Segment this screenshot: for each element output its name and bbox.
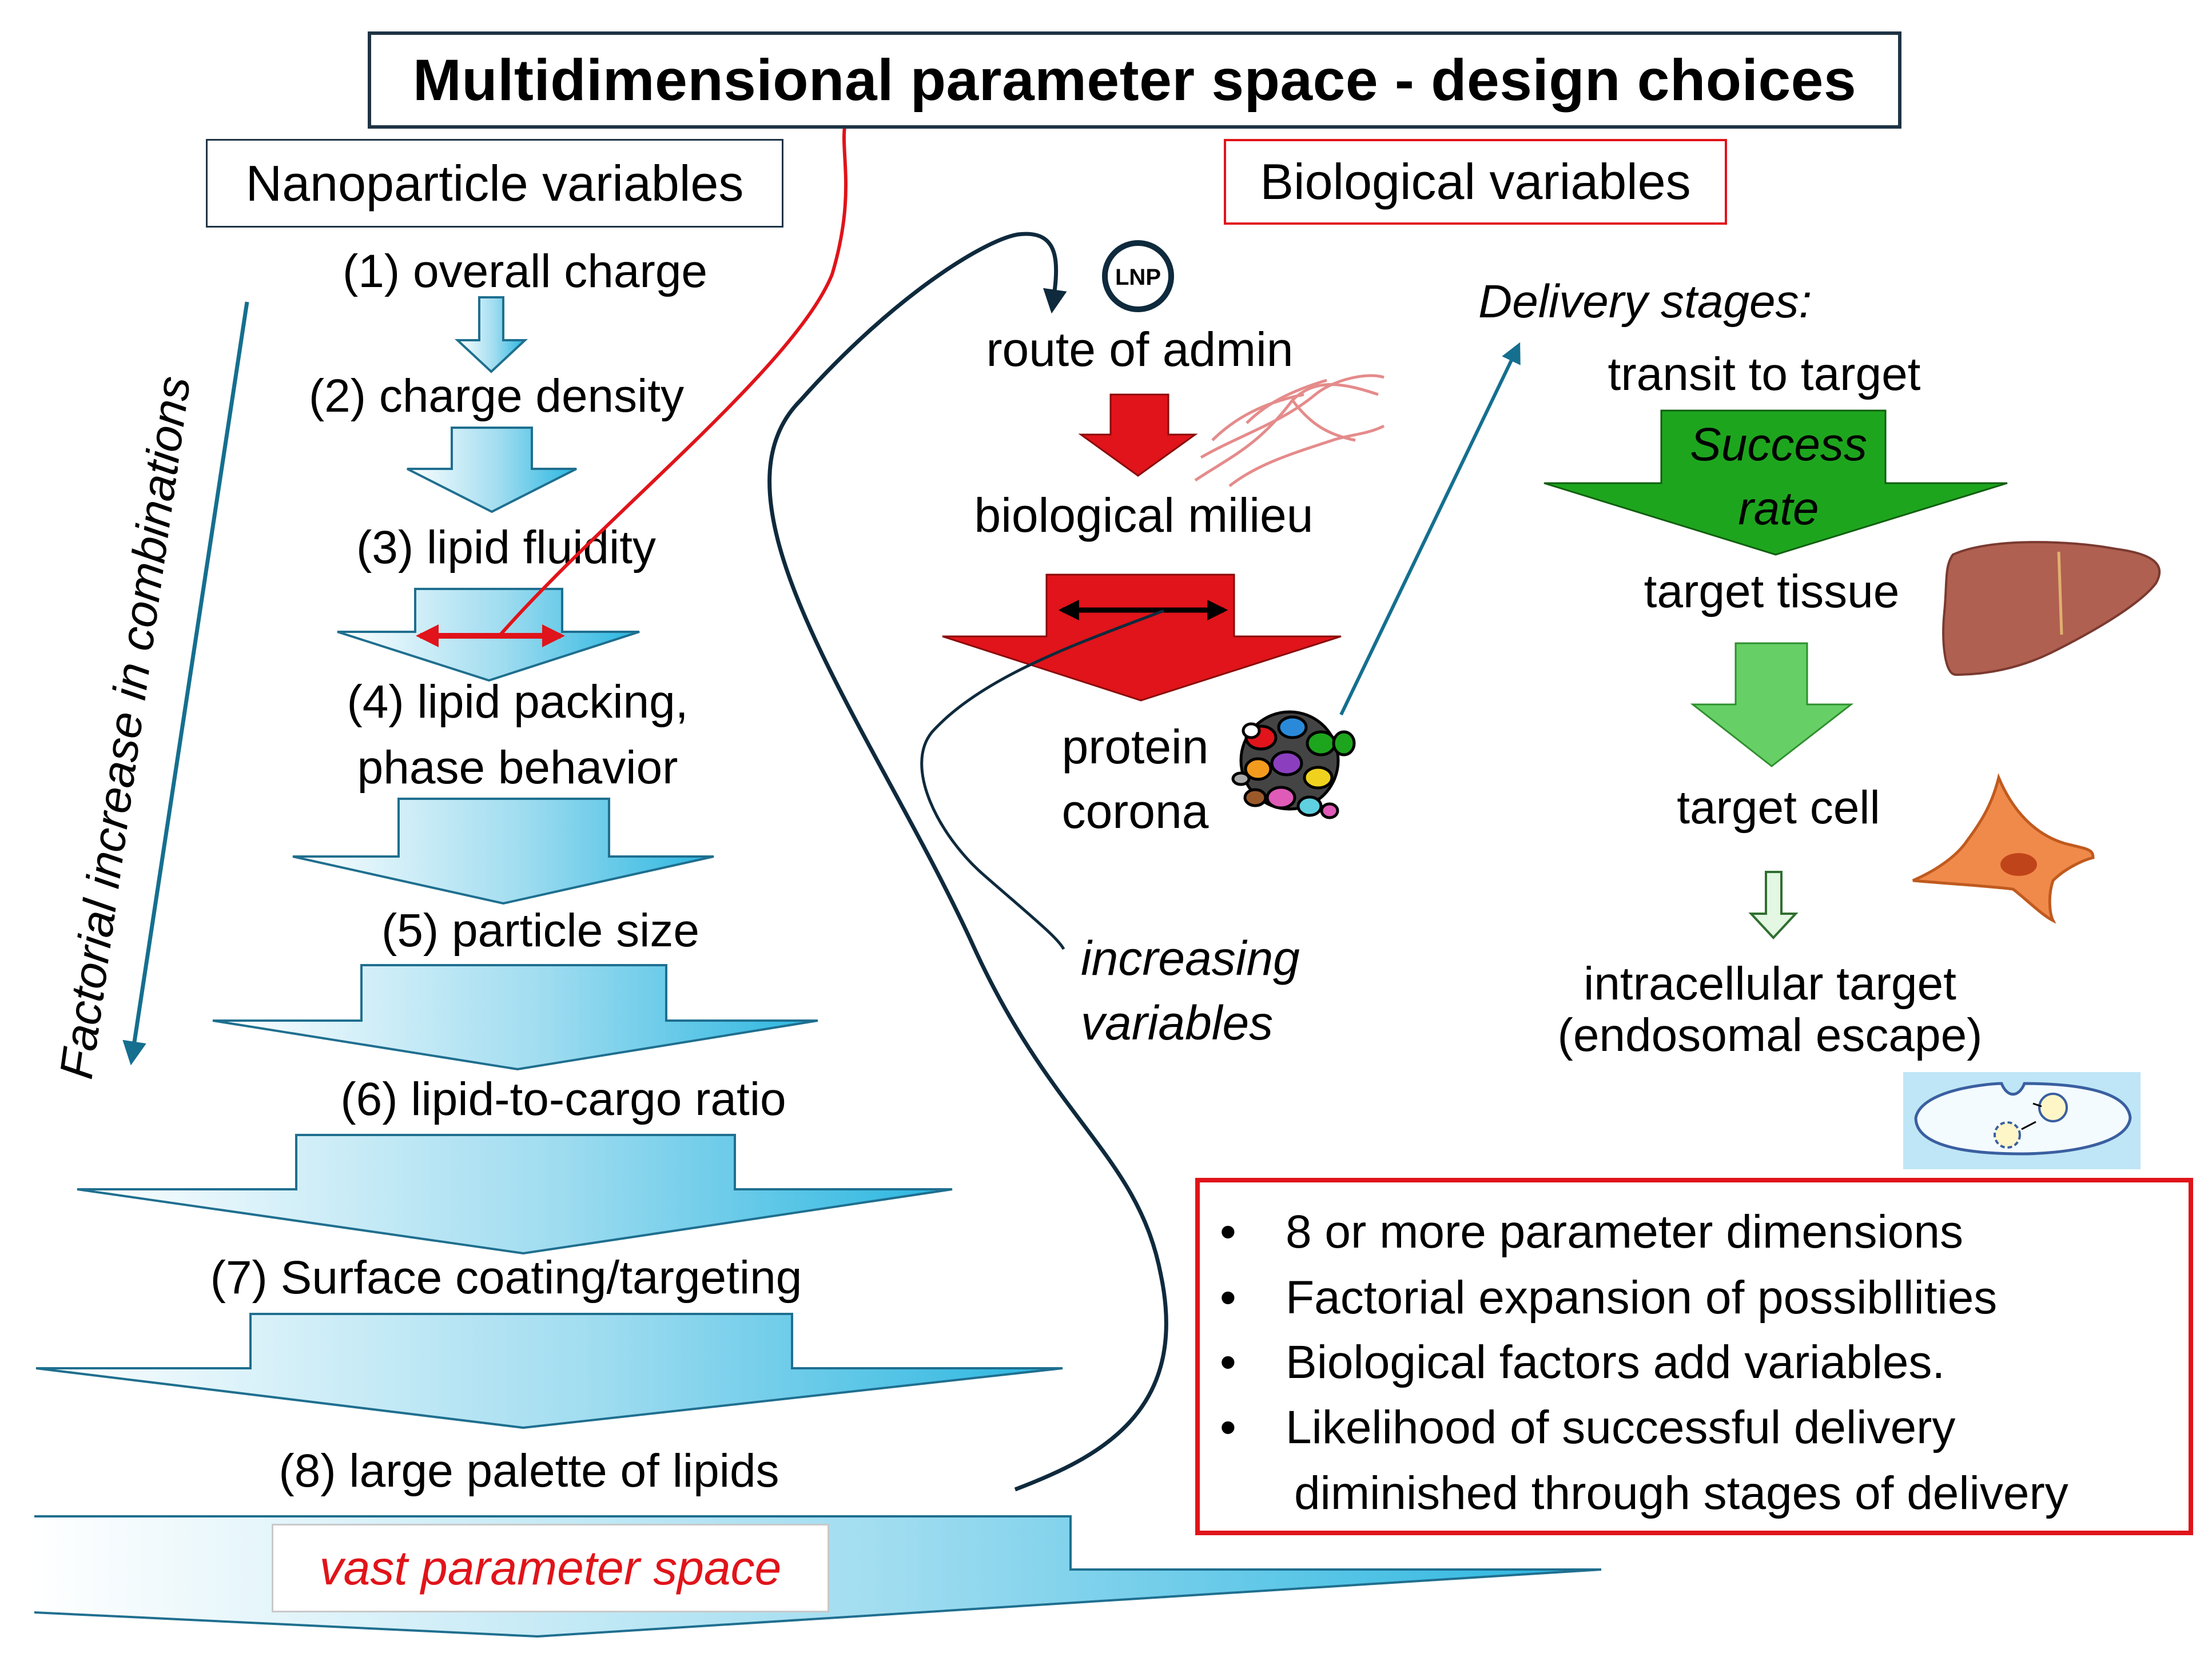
step-6-label: (6) lipid-to-cargo ratio bbox=[340, 1073, 786, 1125]
increasing-label-line-2: variables bbox=[1081, 996, 1273, 1050]
cascade-arrow-4 bbox=[292, 798, 714, 905]
summary-box: • 8 or more parameter dimensions • Facto… bbox=[1195, 1178, 2193, 1535]
cascade-arrow-5 bbox=[212, 964, 818, 1071]
s-curve-arrow bbox=[767, 232, 1168, 1492]
intracellular-label-line-2: (endosomal escape) bbox=[1558, 1009, 1983, 1061]
bullet-icon: • bbox=[1220, 1272, 1236, 1324]
lnp-badge-circle bbox=[1102, 240, 1174, 312]
summary-item-continued: diminished through stages of delivery bbox=[1294, 1467, 2068, 1519]
liver-icon bbox=[1942, 541, 2161, 676]
lnp-badge-text: LNP bbox=[1115, 265, 1161, 290]
nanoparticle-labels: (1) overall charge (2) charge density (3… bbox=[210, 245, 802, 1497]
increasing-curve bbox=[920, 609, 1164, 950]
nanoparticle-header-box: Nanoparticle variables bbox=[206, 139, 783, 228]
milieu-label: biological milieu bbox=[974, 488, 1314, 542]
cascade-arrow-2 bbox=[407, 427, 577, 513]
step-1-label: (1) overall charge bbox=[343, 245, 707, 297]
title-box: Multidimensional parameter space - desig… bbox=[368, 31, 1901, 129]
biological-header: Biological variables bbox=[1260, 153, 1691, 210]
bullet-icon: • bbox=[1220, 1401, 1236, 1453]
corona-to-delivery-arrow bbox=[1339, 342, 1521, 716]
step-8-label: (8) large palette of lipids bbox=[279, 1445, 779, 1497]
nanoparticle-header: Nanoparticle variables bbox=[245, 154, 744, 212]
delivery-header: Delivery stages: bbox=[1478, 276, 1812, 328]
biological-header-box: Biological variables bbox=[1224, 139, 1727, 225]
summary-item: • Factorial expansion of possibllities bbox=[1220, 1272, 1998, 1324]
summary-item: • Biological factors add variables. bbox=[1220, 1336, 1946, 1388]
success-label-line-2: rate bbox=[1738, 483, 1819, 535]
route-down-arrow bbox=[1078, 393, 1198, 477]
intracellular-label-line-1: intracellular target bbox=[1584, 958, 1956, 1010]
step-5-label: (5) particle size bbox=[381, 905, 699, 957]
step-4-label-line-2: phase behavior bbox=[357, 742, 678, 794]
transit-label: transit to target bbox=[1608, 348, 1921, 400]
route-label: route of admin bbox=[986, 322, 1294, 376]
corona-label-line-1: protein bbox=[1062, 720, 1209, 774]
cell-to-intracellular-arrow bbox=[1748, 871, 1799, 939]
protein-corona-icon bbox=[1231, 710, 1356, 819]
vast-parameter-label: vast parameter space bbox=[319, 1541, 782, 1595]
summary-item: • Likelihood of successful delivery bbox=[1220, 1401, 1956, 1453]
step-4-label-line-1: (4) lipid packing, bbox=[347, 676, 688, 728]
milieu-down-arrow bbox=[942, 573, 1342, 702]
cascade-arrow-6 bbox=[77, 1134, 953, 1255]
corona-label-line-2: corona bbox=[1062, 784, 1209, 838]
vast-parameter-box: vast parameter space bbox=[272, 1524, 829, 1612]
cascade-arrow-7 bbox=[35, 1313, 1063, 1429]
factorial-label: Factorial increase in combinations bbox=[50, 373, 201, 1082]
cell-label: target cell bbox=[1677, 782, 1880, 834]
endosome-icon bbox=[1903, 1072, 2141, 1169]
increasing-label-line-1: increasing bbox=[1081, 931, 1300, 985]
bullet-icon: • bbox=[1220, 1206, 1236, 1258]
cascade-arrow-1 bbox=[454, 296, 528, 373]
page-title: Multidimensional parameter space - desig… bbox=[412, 47, 1857, 113]
step-7-label: (7) Surface coating/targeting bbox=[210, 1252, 802, 1304]
summary-item: • 8 or more parameter dimensions bbox=[1220, 1206, 1963, 1258]
liver-ligament bbox=[2057, 551, 2063, 635]
tissue-to-cell-arrow bbox=[1690, 642, 1854, 767]
success-label-line-1: Success bbox=[1690, 419, 1867, 471]
tissue-label: target tissue bbox=[1644, 565, 1900, 618]
factorial-arrow bbox=[122, 301, 249, 1066]
bullet-icon: • bbox=[1220, 1336, 1236, 1388]
step-2-label: (2) charge density bbox=[309, 370, 684, 422]
success-arrow bbox=[1543, 409, 2008, 556]
step-3-label: (3) lipid fluidity bbox=[356, 521, 656, 573]
title-connector-line bbox=[499, 117, 848, 636]
blood-vessels-icon bbox=[1194, 374, 1385, 487]
target-cell-icon bbox=[1912, 773, 2095, 924]
